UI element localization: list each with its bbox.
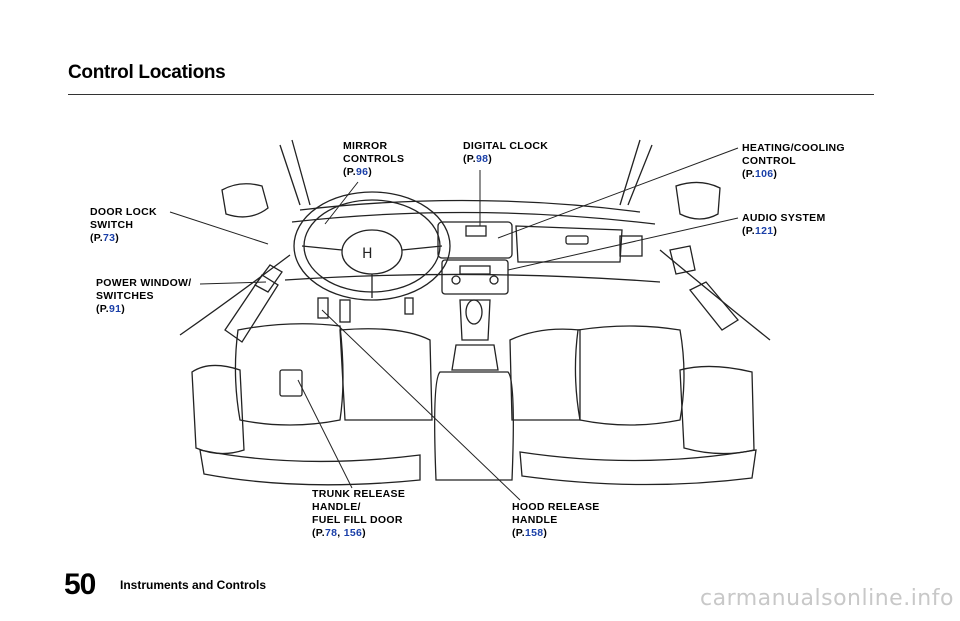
page-reference: (P.98)	[463, 153, 493, 165]
page-link[interactable]: 106	[754, 168, 774, 180]
page-reference: (P.121)	[742, 225, 778, 237]
callout-trunk-release: TRUNK RELEASE HANDLE/ FUEL FILL DOOR (P.…	[312, 488, 405, 540]
title-divider	[68, 94, 874, 95]
page-link[interactable]: 121	[754, 225, 774, 237]
callout-hood-release: HOOD RELEASE HANDLE (P.158)	[512, 501, 600, 540]
page-link[interactable]: 96	[355, 166, 369, 178]
page-reference: (P.96)	[343, 166, 373, 178]
callout-power-window-switches: POWER WINDOW/ SWITCHES (P.91)	[96, 277, 191, 316]
page-link[interactable]: 158	[524, 527, 544, 539]
callout-line: CONTROLS	[343, 153, 405, 165]
callout-line: DOOR LOCK	[90, 206, 157, 218]
callout-line: TRUNK RELEASE	[312, 488, 406, 500]
callout-digital-clock: DIGITAL CLOCK (P.98)	[463, 140, 548, 166]
svg-text:H: H	[362, 246, 373, 262]
callout-door-lock-switch: DOOR LOCK SWITCH (P.73)	[90, 206, 157, 245]
page-reference: (P.158)	[512, 527, 548, 539]
callout-line: FUEL FILL DOOR	[312, 514, 403, 526]
callout-line: POWER WINDOW/	[96, 277, 192, 289]
watermark: carmanualsonline.info	[700, 586, 954, 611]
callout-line: SWITCHES	[96, 290, 154, 302]
page-reference: (P.73)	[90, 232, 120, 244]
callout-mirror-controls: MIRROR CONTROLS (P.96)	[343, 140, 404, 179]
page-link[interactable]: 78	[324, 527, 338, 539]
callout-line: HANDLE/	[312, 501, 361, 513]
callout-line: HOOD RELEASE	[512, 501, 600, 513]
page-number: 50	[64, 568, 96, 601]
page-link[interactable]: 91	[108, 303, 122, 315]
page-link[interactable]: 73	[102, 232, 116, 244]
page-reference: (P.78, 156)	[312, 527, 366, 539]
page-link[interactable]: 156	[343, 527, 363, 539]
page-reference: (P.91)	[96, 303, 126, 315]
callout-line: DIGITAL CLOCK	[463, 140, 549, 152]
callout-line: SWITCH	[90, 219, 134, 231]
callout-line: AUDIO SYSTEM	[742, 212, 826, 224]
callout-heating-cooling: HEATING/COOLING CONTROL (P.106)	[742, 142, 845, 181]
callout-line: CONTROL	[742, 155, 797, 167]
callout-line: HEATING/COOLING	[742, 142, 845, 154]
page-title: Control Locations	[68, 62, 226, 83]
page-link[interactable]: 98	[475, 153, 489, 165]
callout-line: MIRROR	[343, 140, 388, 152]
page-reference: (P.106)	[742, 168, 778, 180]
callout-line: HANDLE	[512, 514, 558, 526]
section-name: Instruments and Controls	[120, 578, 267, 592]
callout-audio-system: AUDIO SYSTEM (P.121)	[742, 212, 826, 238]
